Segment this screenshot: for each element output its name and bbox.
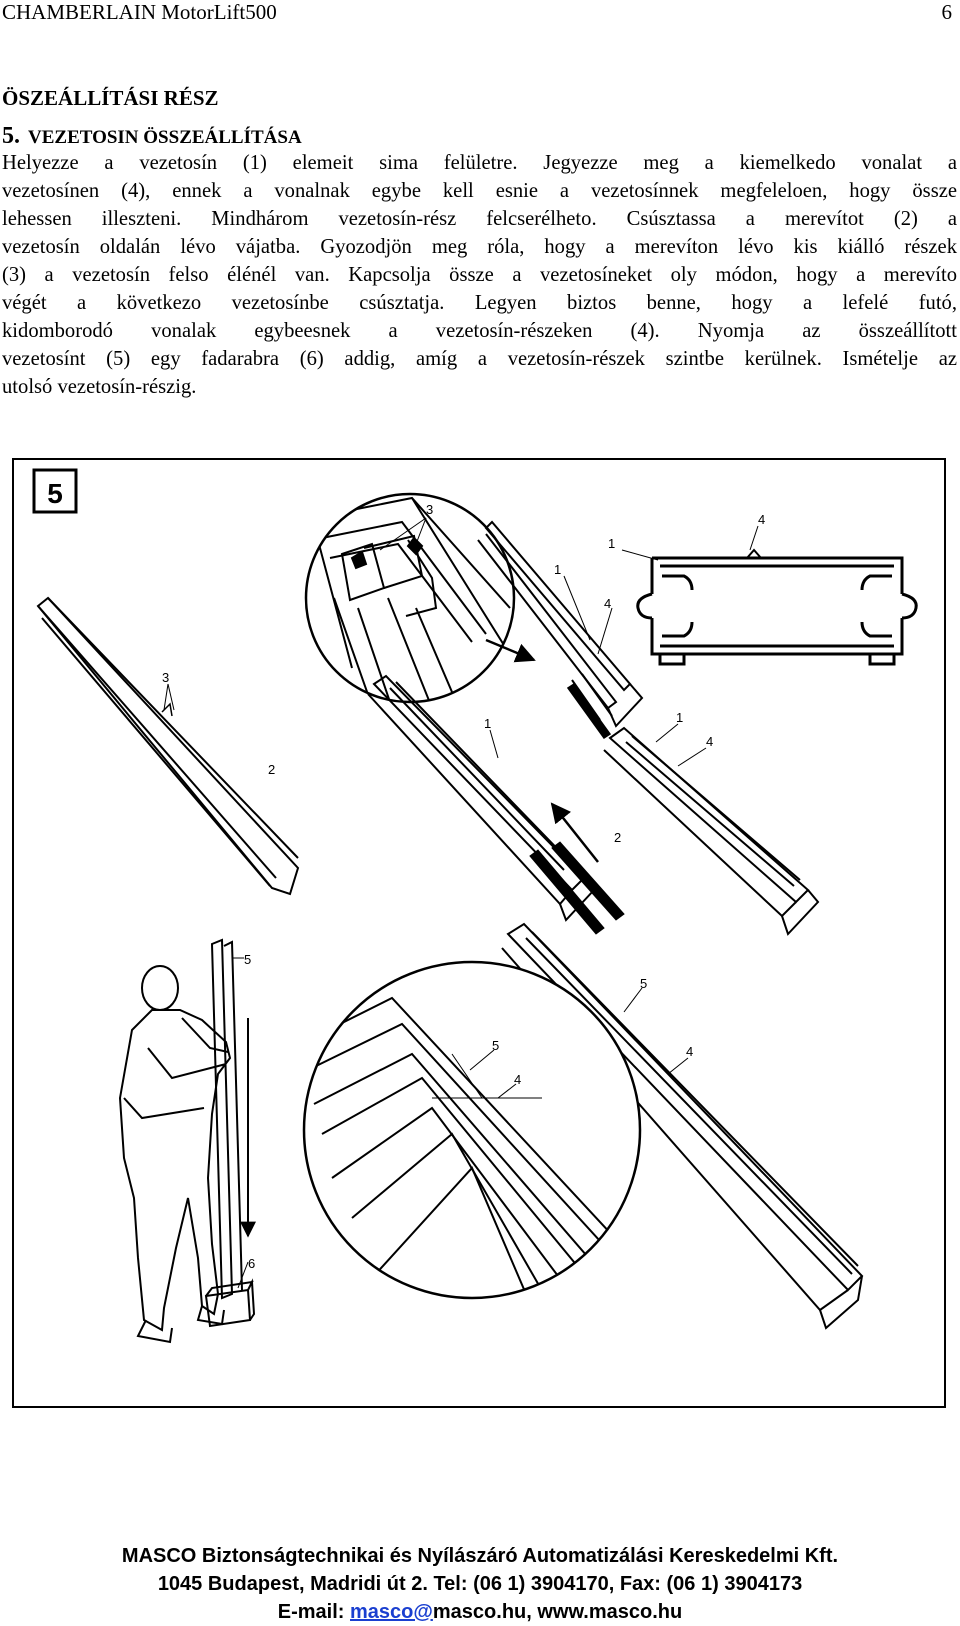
leader-line — [667, 1057, 689, 1075]
footer-email-label: E-mail: — [277, 1601, 351, 1623]
body-line: végét a következo vezetosínbe csúsztatja… — [2, 292, 957, 314]
email-link[interactable]: masco@ — [350, 1601, 433, 1623]
wood-block — [204, 1278, 256, 1328]
leader-line — [379, 517, 427, 551]
callout-3: 3 — [426, 502, 433, 517]
rail-section-right — [603, 726, 820, 936]
subsection-text: VEZETOSIN ÖSSZEÁLLÍTÁSA — [28, 127, 302, 148]
body-line: vezetosín oldalán lévo vájatba. Gyozodjö… — [2, 236, 957, 258]
stiffener-piece-top — [566, 682, 612, 740]
leader-line — [563, 575, 591, 641]
callout-2: 2 — [614, 830, 621, 845]
section-title: ÖSZEÁLLÍTÁSI RÉSZ — [2, 86, 219, 110]
figure-number: 5 — [47, 478, 63, 509]
body-line: utolsó vezetosín-részig. — [2, 376, 197, 398]
footer-address: 1045 Budapest, Madridi út 2. Tel: (06 1)… — [157, 1573, 803, 1595]
body-paragraph: Helyezze a vezetosín (1) elemeit sima fe… — [2, 149, 957, 401]
leader-line — [167, 683, 175, 711]
callout-4: 4 — [604, 596, 611, 611]
subsection-title: 5. VEZETOSIN ÖSSZEÁLLÍTÁSA — [2, 123, 302, 150]
zoom-detail-stiffener — [304, 492, 516, 704]
callout-4: 4 — [706, 734, 713, 749]
callout-1: 1 — [608, 536, 615, 551]
footer-web: masco.hu, www.masco.hu — [432, 1601, 683, 1623]
leader-line — [237, 1261, 249, 1289]
assembly-figure: 5 4 1 3 — [12, 458, 946, 1408]
leader-line — [497, 1083, 517, 1099]
callout-5: 5 — [244, 952, 251, 967]
footer-company: MASCO Biztonságtechnikai és Nyílászáró A… — [121, 1545, 839, 1567]
leader-line — [597, 607, 613, 655]
subsection-number: 5. — [2, 123, 20, 149]
callout-2: 2 — [268, 762, 275, 777]
rail-profile-diagram — [636, 548, 918, 666]
callout-4: 4 — [758, 512, 765, 527]
body-line: (3) a vezetosín felso élénél van. Kapcso… — [2, 264, 957, 286]
leader-line — [677, 747, 707, 767]
zoom-detail-joint — [302, 960, 642, 1300]
body-line: vezetosínen (4), ennek a vonalnak egybe … — [2, 180, 957, 202]
callout-1: 1 — [484, 716, 491, 731]
header-title: CHAMBERLAIN MotorLift500 — [2, 0, 277, 24]
callout-1: 1 — [676, 710, 683, 725]
leader-line — [489, 729, 499, 759]
callout-3: 3 — [162, 670, 169, 685]
leader-line — [163, 683, 169, 711]
figure-frame — [12, 458, 946, 1408]
stiffener-pieces — [529, 841, 625, 935]
callout-6: 6 — [248, 1256, 255, 1271]
body-line: lehessen illeszteni. Mindhárom vezetosín… — [2, 208, 957, 230]
zoom-arrow — [485, 638, 536, 663]
stiffener-bar — [36, 596, 300, 896]
footer-contact: E-mail: masco@masco.hu, www.masco.hu — [0, 1598, 960, 1626]
leader-line — [749, 525, 759, 551]
body-line: vezetosínt (5) egy fadarabra (6) addig, … — [2, 348, 957, 370]
leader-line — [655, 723, 679, 743]
callout-4: 4 — [514, 1072, 521, 1087]
body-line: Helyezze a vezetosín (1) elemeit sima fe… — [2, 152, 957, 174]
leader-line — [621, 549, 659, 561]
callout-5: 5 — [640, 976, 647, 991]
footer: MASCO Biztonságtechnikai és Nyílászáró A… — [0, 1542, 960, 1626]
body-line: kidomborodó vonalak egybeesnek a vezetos… — [2, 320, 957, 342]
leader-line — [415, 517, 427, 545]
insert-arrow — [550, 802, 599, 863]
callout-5: 5 — [492, 1038, 499, 1053]
callout-4: 4 — [686, 1044, 693, 1059]
leader-line — [623, 987, 643, 1013]
page-number: 6 — [941, 0, 953, 24]
figure-number-box — [32, 468, 78, 514]
leader-line — [469, 1049, 495, 1071]
vertical-rail — [210, 938, 243, 1300]
callout-1: 1 — [554, 562, 561, 577]
